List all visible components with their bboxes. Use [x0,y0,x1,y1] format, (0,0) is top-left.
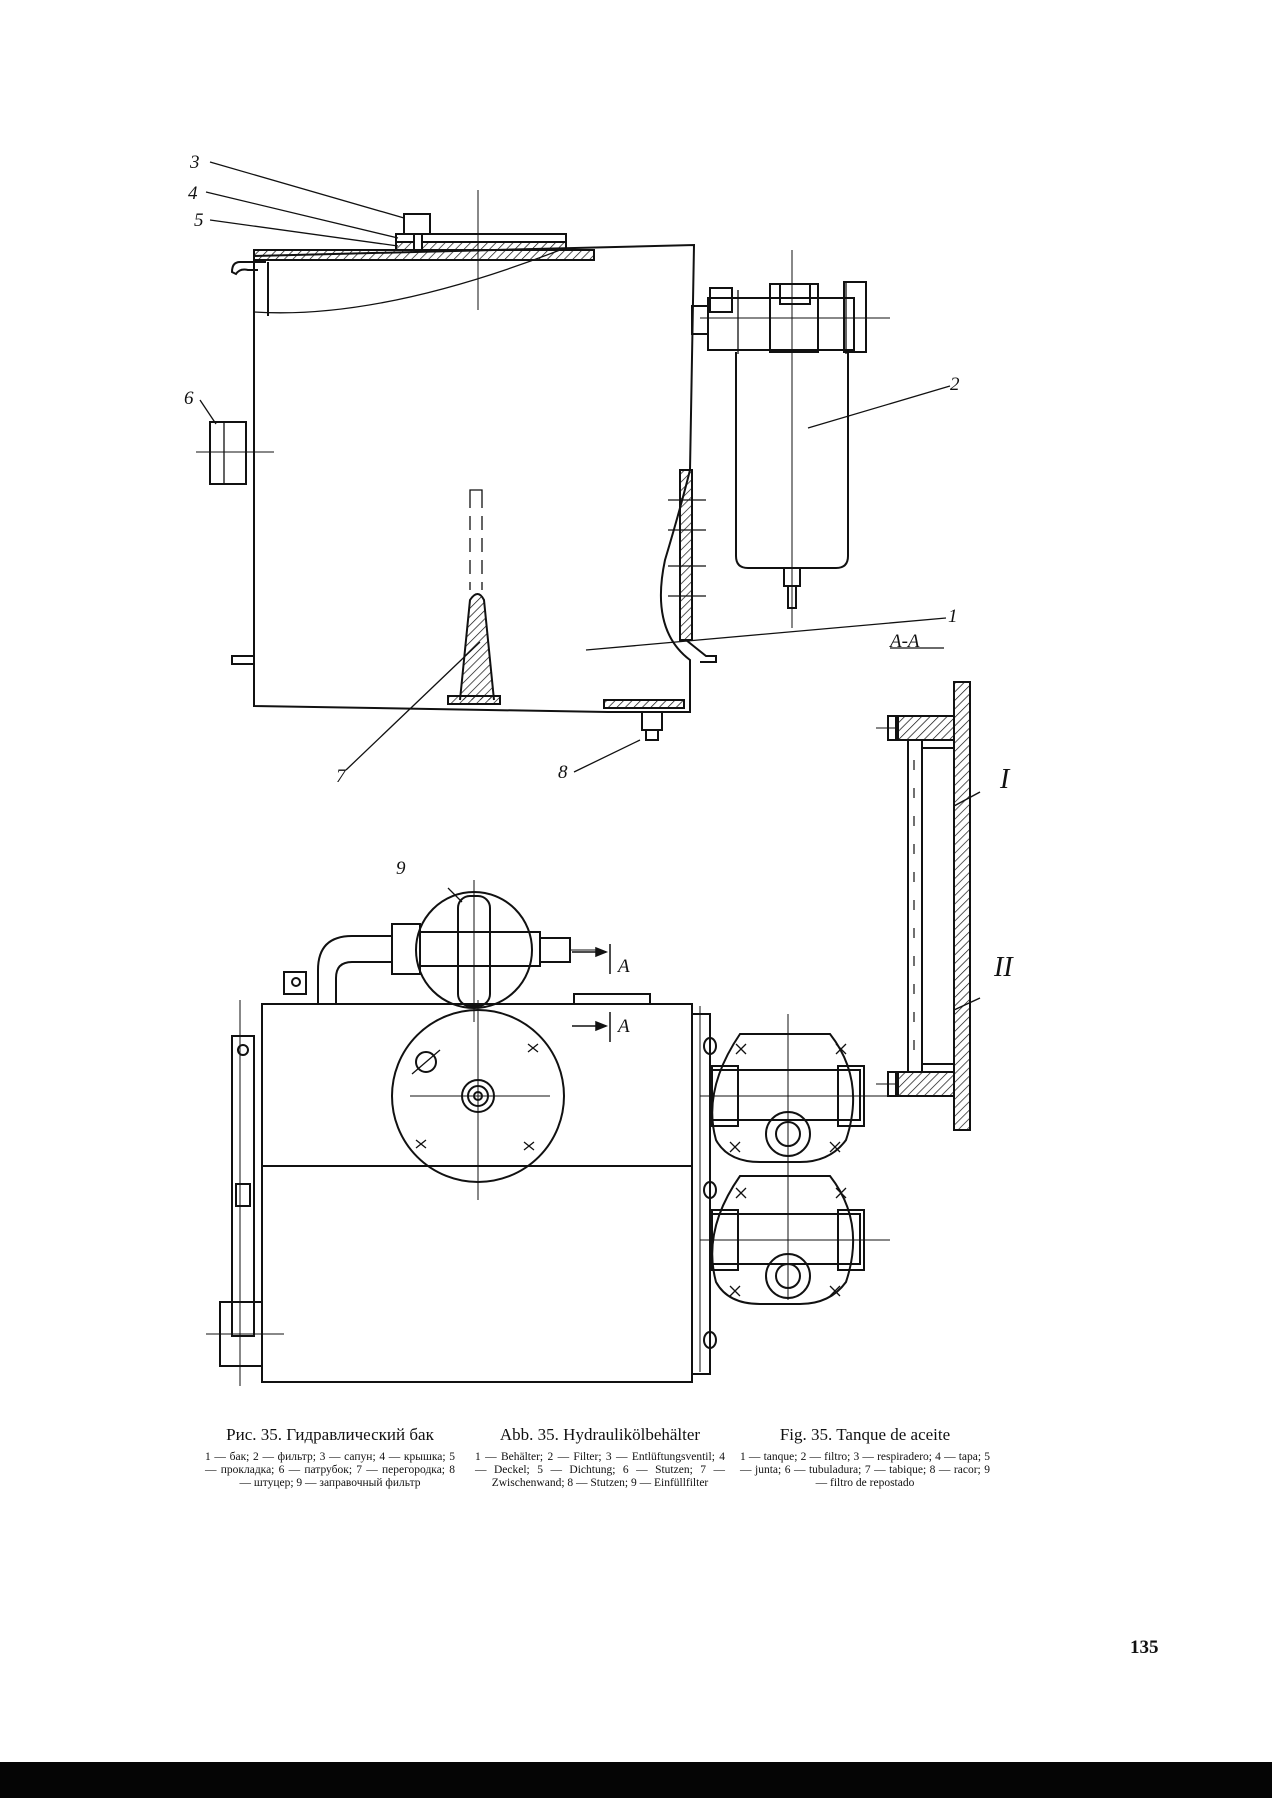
filter-units-top-view [700,1014,890,1305]
drain-fitting-8 [641,711,663,731]
label-9: 9 [396,858,406,879]
label-6: 6 [184,388,194,409]
figure-captions: Рис. 35. Гидравлический бак 1 — бак; 2 —… [205,1424,1005,1534]
scan-edge-band [0,1762,1272,1798]
label-4: 4 [188,183,198,204]
section-a-arrows [572,944,611,1042]
label-1: 1 [948,606,958,627]
caption-german: Abb. 35. Hydraulikölbehälter 1 — Behälte… [475,1424,725,1490]
detail-label-ii: II [993,952,1014,983]
detail-label-i: I [999,764,1011,795]
caption-body-es: 1 — tanque; 2 — filtro; 3 — respiradero;… [740,1451,990,1489]
technical-drawing: 3 4 5 6 2 1 A-A 7 8 9 A A I II [184,152,1014,1386]
side-pipe-6 [209,421,247,485]
baffle-7 [459,593,495,701]
label-5: 5 [194,210,204,231]
label-8: 8 [558,762,568,783]
label-2: 2 [950,374,960,395]
tank-top-outline [261,1003,693,1383]
filler-filter-9 [283,880,600,1022]
caption-russian: Рис. 35. Гидравлический бак 1 — бак; 2 —… [205,1424,455,1490]
label-7: 7 [336,766,347,787]
page-number: 135 [1130,1637,1159,1658]
breather-3 [403,213,431,235]
caption-spanish: Fig. 35. Tanque de aceite 1 — tanque; 2 … [740,1424,990,1490]
label-3: 3 [189,152,200,173]
caption-body-ru: 1 — бак; 2 — фильтр; 3 — сапун; 4 — крыш… [205,1451,455,1489]
tank-top-view [206,993,717,1386]
tank-left-bend [230,261,266,276]
caption-title-es: Fig. 35. Tanque de aceite [779,1425,951,1444]
section-label-a-a: A-A [888,631,920,652]
caption-title-de: Abb. 35. Hydraulikölbehälter [499,1425,701,1444]
leader-line-9 [447,887,463,903]
section-arrow-label-a-upper: A [616,956,630,977]
leader-lines-upper [199,161,951,773]
filter-2-side [691,250,890,628]
tank-side-view [196,190,717,741]
section-a-a-detail [876,681,981,1131]
tank-top-plate [253,249,595,261]
caption-body-de: 1 — Behälter; 2 — Filter; 3 — Entlüftung… [475,1451,725,1489]
caption-title-ru: Рис. 35. Гидравлический бак [226,1425,434,1444]
section-arrow-label-a-lower: A [616,1016,630,1037]
